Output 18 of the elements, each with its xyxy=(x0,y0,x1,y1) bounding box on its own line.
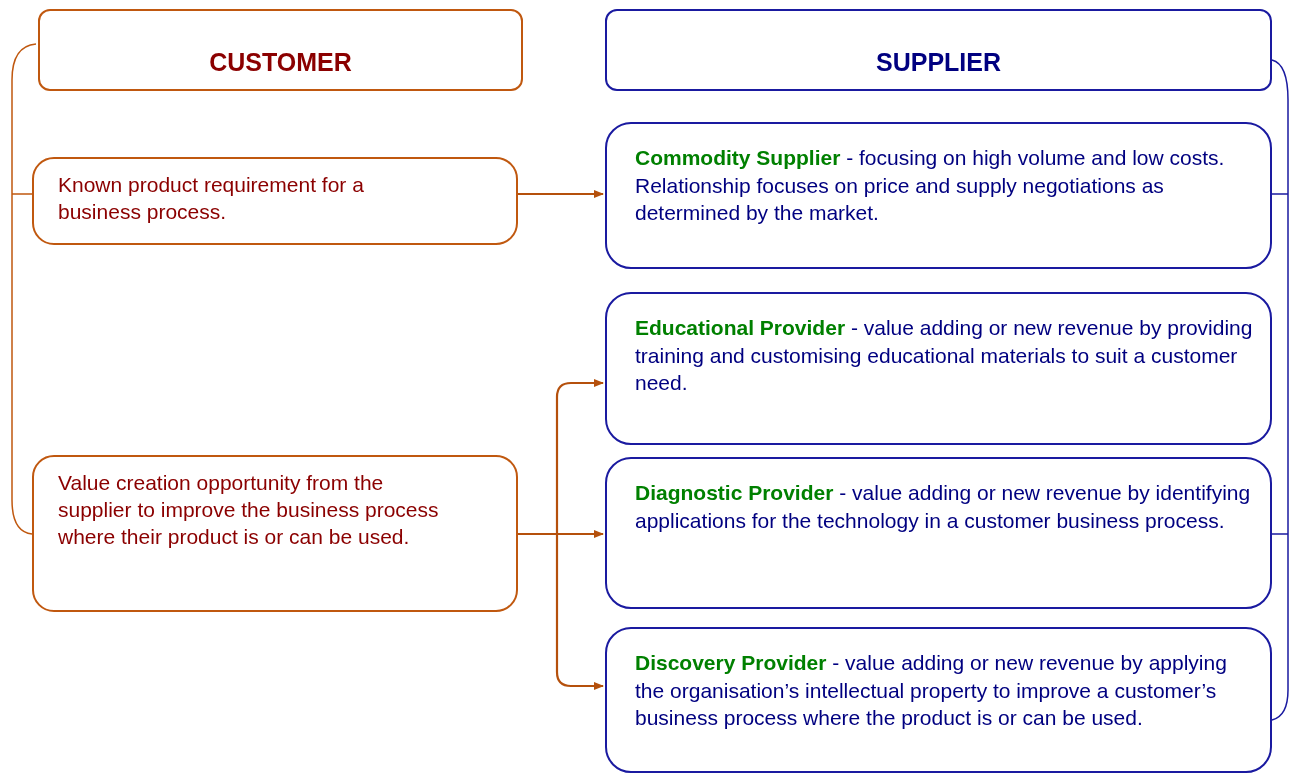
rounded-box xyxy=(32,455,518,612)
rounded-box xyxy=(32,157,518,245)
description: Known product requirement for a business process. xyxy=(58,172,365,225)
rounded-box xyxy=(605,457,1272,609)
heading: SUPPLIER xyxy=(876,46,1001,78)
description: Diagnostic Provider - value adding or new revenue by identifying applications for the technology in a customer business process. xyxy=(635,480,1252,534)
description: Discovery Provider - value adding or new revenue by applying the organisation’s intellectual property to improve a customer’s business process where the product is or can be used. xyxy=(635,650,1228,731)
rounded-box xyxy=(38,9,523,91)
arrow xyxy=(518,190,604,198)
rounded-box xyxy=(605,292,1272,445)
description: Commodity Supplier - focusing on high volume and low costs. Relationship focuses on price and supply negotiations as determined by the market. xyxy=(635,145,1226,226)
rounded-box xyxy=(605,9,1272,91)
description: Educational Provider - value adding or new revenue by providing training and customising educational materials to suit a customer need. xyxy=(635,315,1254,396)
arrow xyxy=(518,532,604,690)
heading: CUSTOMER xyxy=(209,46,352,78)
rounded-box xyxy=(605,122,1272,269)
rounded-box xyxy=(605,627,1272,773)
description: Value creation opportunity from the supplier to improve the business process where their product is or can be used. xyxy=(58,470,440,550)
